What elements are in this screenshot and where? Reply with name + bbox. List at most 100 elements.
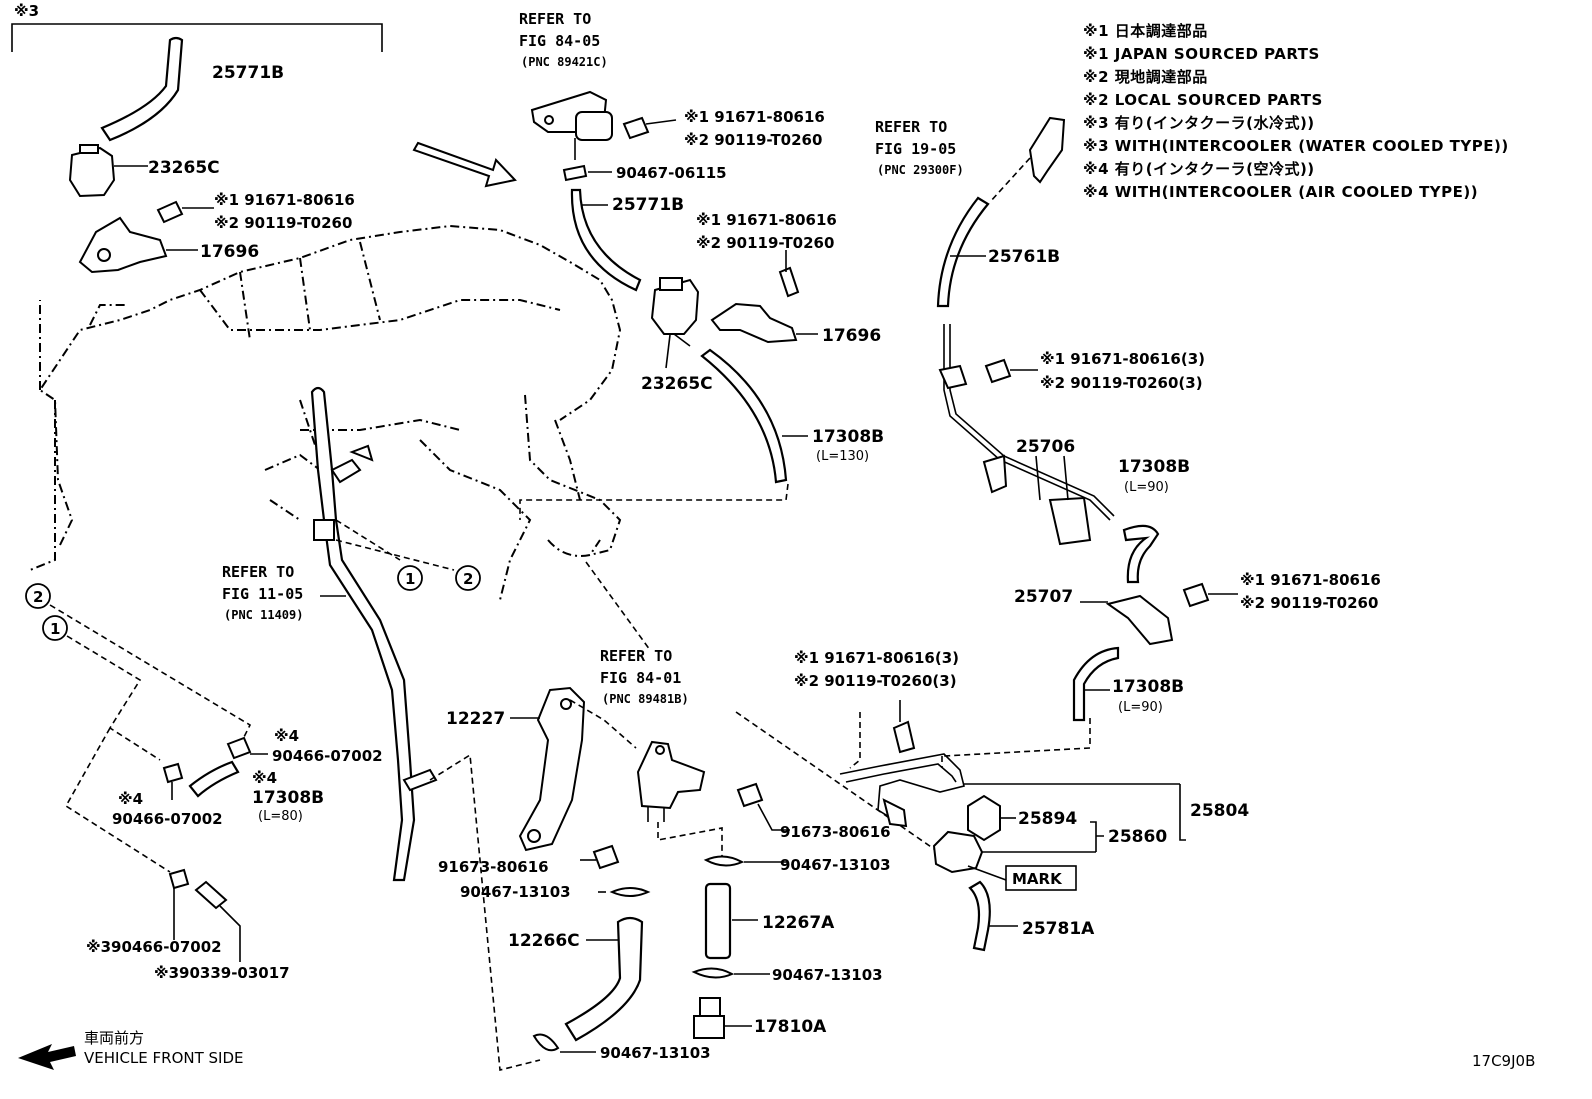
label-17810A: 17810A	[754, 1017, 827, 1037]
label-mark-4-a: ※4	[274, 727, 299, 745]
svg-text:(PNC 89481B): (PNC 89481B)	[602, 692, 689, 706]
label-91671-f: ※1 91671-80616(3)	[794, 649, 959, 667]
svg-text:REFER TO: REFER TO	[519, 10, 591, 28]
hose-17308B-L130	[700, 348, 808, 484]
leader-dashed-e	[657, 822, 723, 858]
label-90467-06115: 90467-06115	[616, 164, 727, 182]
label-91671-c: ※1 91671-80616	[696, 211, 837, 229]
label-17308B-a: 17308B	[812, 427, 884, 447]
pipe-assembly-25804	[839, 753, 1180, 828]
label-90119-f: ※2 90119-T0260(3)	[794, 672, 957, 690]
mark-box	[1005, 865, 1077, 891]
label-12266C: 12266C	[508, 931, 580, 951]
bolt-91673-right	[736, 782, 790, 831]
plug-90339	[194, 880, 241, 962]
bolt-right-c	[892, 700, 916, 754]
label-length-80: (L=80)	[258, 809, 303, 824]
callout-circle-2b: 2	[25, 583, 51, 609]
label-length-90-b: (L=90)	[1118, 700, 1163, 715]
svg-text:REFER TO: REFER TO	[222, 563, 294, 581]
vsv-23265C-center	[650, 277, 700, 369]
dipstick-guide-11409	[310, 386, 438, 882]
label-23265C-b: 23265C	[641, 374, 713, 394]
label-17696-b: 17696	[822, 326, 881, 346]
bolt-center-top	[622, 116, 677, 140]
group-bracket	[11, 23, 383, 52]
label-90119-e: ※2 90119-T0260	[1240, 594, 1378, 612]
clip-90466-a	[226, 736, 268, 760]
bracket-lines-right	[1090, 784, 1186, 852]
hose-17308B-L90-a	[1122, 524, 1160, 584]
label-90467-13103-a: 90467-13103	[460, 883, 571, 901]
label-25706: 25706	[1016, 437, 1075, 457]
label-91673-b: 91673-80616	[438, 858, 549, 876]
clip-90467-13103-b	[703, 855, 788, 867]
label-90119-a: ※2 90119-T0260	[214, 214, 352, 232]
leader-dashed-a	[519, 483, 789, 520]
sensor-29300F	[1028, 116, 1066, 184]
legend-notes: ※1 日本調達部品 ※1 JAPAN SOURCED PARTS ※2 現地調達…	[1083, 22, 1508, 201]
leader-dashed-b	[335, 519, 541, 1072]
leader-dashed-d	[569, 561, 951, 861]
note-line-1: ※1 日本調達部品	[1083, 22, 1208, 40]
leader-dashed-f	[989, 157, 1031, 203]
refer-fig-84-05: REFER TO FIG 84-05 (PNC 89421C)	[519, 10, 608, 69]
label-90119-c: ※2 90119-T0260	[696, 234, 834, 252]
note-line-3: ※2 現地調達部品	[1083, 68, 1208, 86]
label-90467-13103-d: 90467-13103	[600, 1044, 711, 1062]
bracket-12227	[510, 686, 586, 852]
label-91671-d: ※1 91671-80616(3)	[1040, 350, 1205, 368]
bracket-25707	[1080, 594, 1174, 646]
hose-25781A	[968, 880, 1018, 952]
clip-90467-13103-a	[598, 887, 651, 897]
label-25781A: 25781A	[1022, 919, 1095, 939]
refer-fig-19-05: REFER TO FIG 19-05 (PNC 29300F)	[875, 118, 964, 177]
note-line-2: ※1 JAPAN SOURCED PARTS	[1083, 45, 1320, 63]
label-length-90-a: (L=90)	[1124, 480, 1169, 495]
svg-text:REFER TO: REFER TO	[875, 118, 947, 136]
svg-text:FIG 19-05: FIG 19-05	[875, 140, 956, 158]
note-line-7: ※4 有り(インタクーラ(空冷式))	[1083, 160, 1315, 178]
hose-12267A	[704, 882, 758, 960]
bracket-17696-left	[78, 216, 198, 274]
note-line-8: ※4 WITH(INTERCOOLER (AIR COOLED TYPE))	[1083, 183, 1478, 201]
refer-fig-84-01: REFER TO FIG 84-01 (PNC 89481B)	[600, 647, 689, 706]
clip-90466-c	[168, 868, 190, 940]
clip-90467-13103-d	[532, 1033, 596, 1053]
hose-25771B-center	[570, 188, 642, 292]
svg-text:2: 2	[463, 570, 473, 588]
leader-dashed-g	[943, 718, 1091, 757]
svg-text:2: 2	[33, 588, 43, 606]
callout-circle-1b: 1	[42, 615, 68, 641]
label-90339: ※390339-03017	[154, 964, 290, 982]
clip-90467-06115	[562, 164, 612, 182]
sensor-89421C	[530, 90, 613, 160]
sensor-89481B	[636, 740, 706, 822]
svg-text:FIG 84-05: FIG 84-05	[519, 32, 600, 50]
svg-text:FIG 11-05: FIG 11-05	[222, 585, 303, 603]
union-17810A	[693, 997, 752, 1039]
bolt-91673-left	[580, 844, 620, 870]
label-25804: 25804	[1190, 801, 1249, 821]
label-90119-b: ※2 90119-T0260	[684, 131, 822, 149]
hose-25761B	[936, 196, 990, 308]
clip-90466-b	[162, 762, 184, 800]
label-17308B-c: 17308B	[1112, 677, 1184, 697]
label-mark: MARK	[1012, 870, 1063, 888]
bolt-right-a	[984, 358, 1038, 384]
bolt-left	[156, 200, 214, 224]
label-17308B-d: 17308B	[252, 788, 324, 808]
svg-text:(PNC 11409): (PNC 11409)	[224, 608, 303, 622]
hose-12266C	[564, 916, 644, 1042]
clip-90467-13103-c	[691, 967, 770, 979]
label-mark-4-b: ※4	[252, 769, 277, 787]
vehicle-front-arrow-icon	[18, 1044, 76, 1070]
hose-17308B-L80	[188, 760, 240, 798]
pipe-25706	[938, 324, 1115, 546]
leader-dashed-c	[49, 604, 252, 873]
vsv-25894	[967, 794, 1016, 842]
note-line-4: ※2 LOCAL SOURCED PARTS	[1083, 91, 1323, 109]
label-91671-a: ※1 91671-80616	[214, 191, 355, 209]
vehicle-front-label-en: VEHICLE FRONT SIDE	[84, 1049, 244, 1067]
